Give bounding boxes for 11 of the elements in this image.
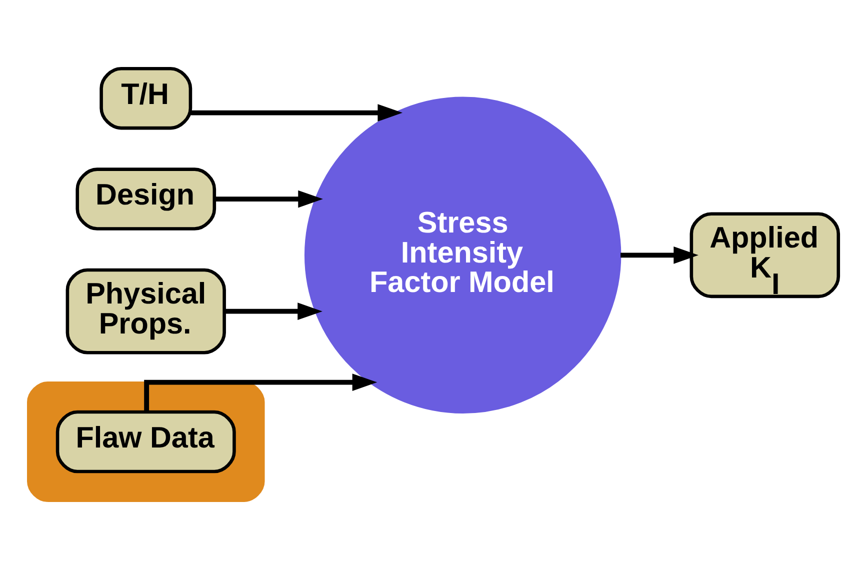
node-box: T/H [100,66,192,130]
node-box: Design [76,167,216,230]
cluster [27,380,265,502]
arrow [144,373,378,411]
node-box: Flaw Data [56,410,236,473]
node-circle: Stress Intensity Factor Model [304,96,622,414]
node-box: Physical Props. [66,268,226,354]
arrow [214,190,323,208]
arrow [620,246,698,264]
arrow [190,104,403,121]
arrow [225,302,322,320]
